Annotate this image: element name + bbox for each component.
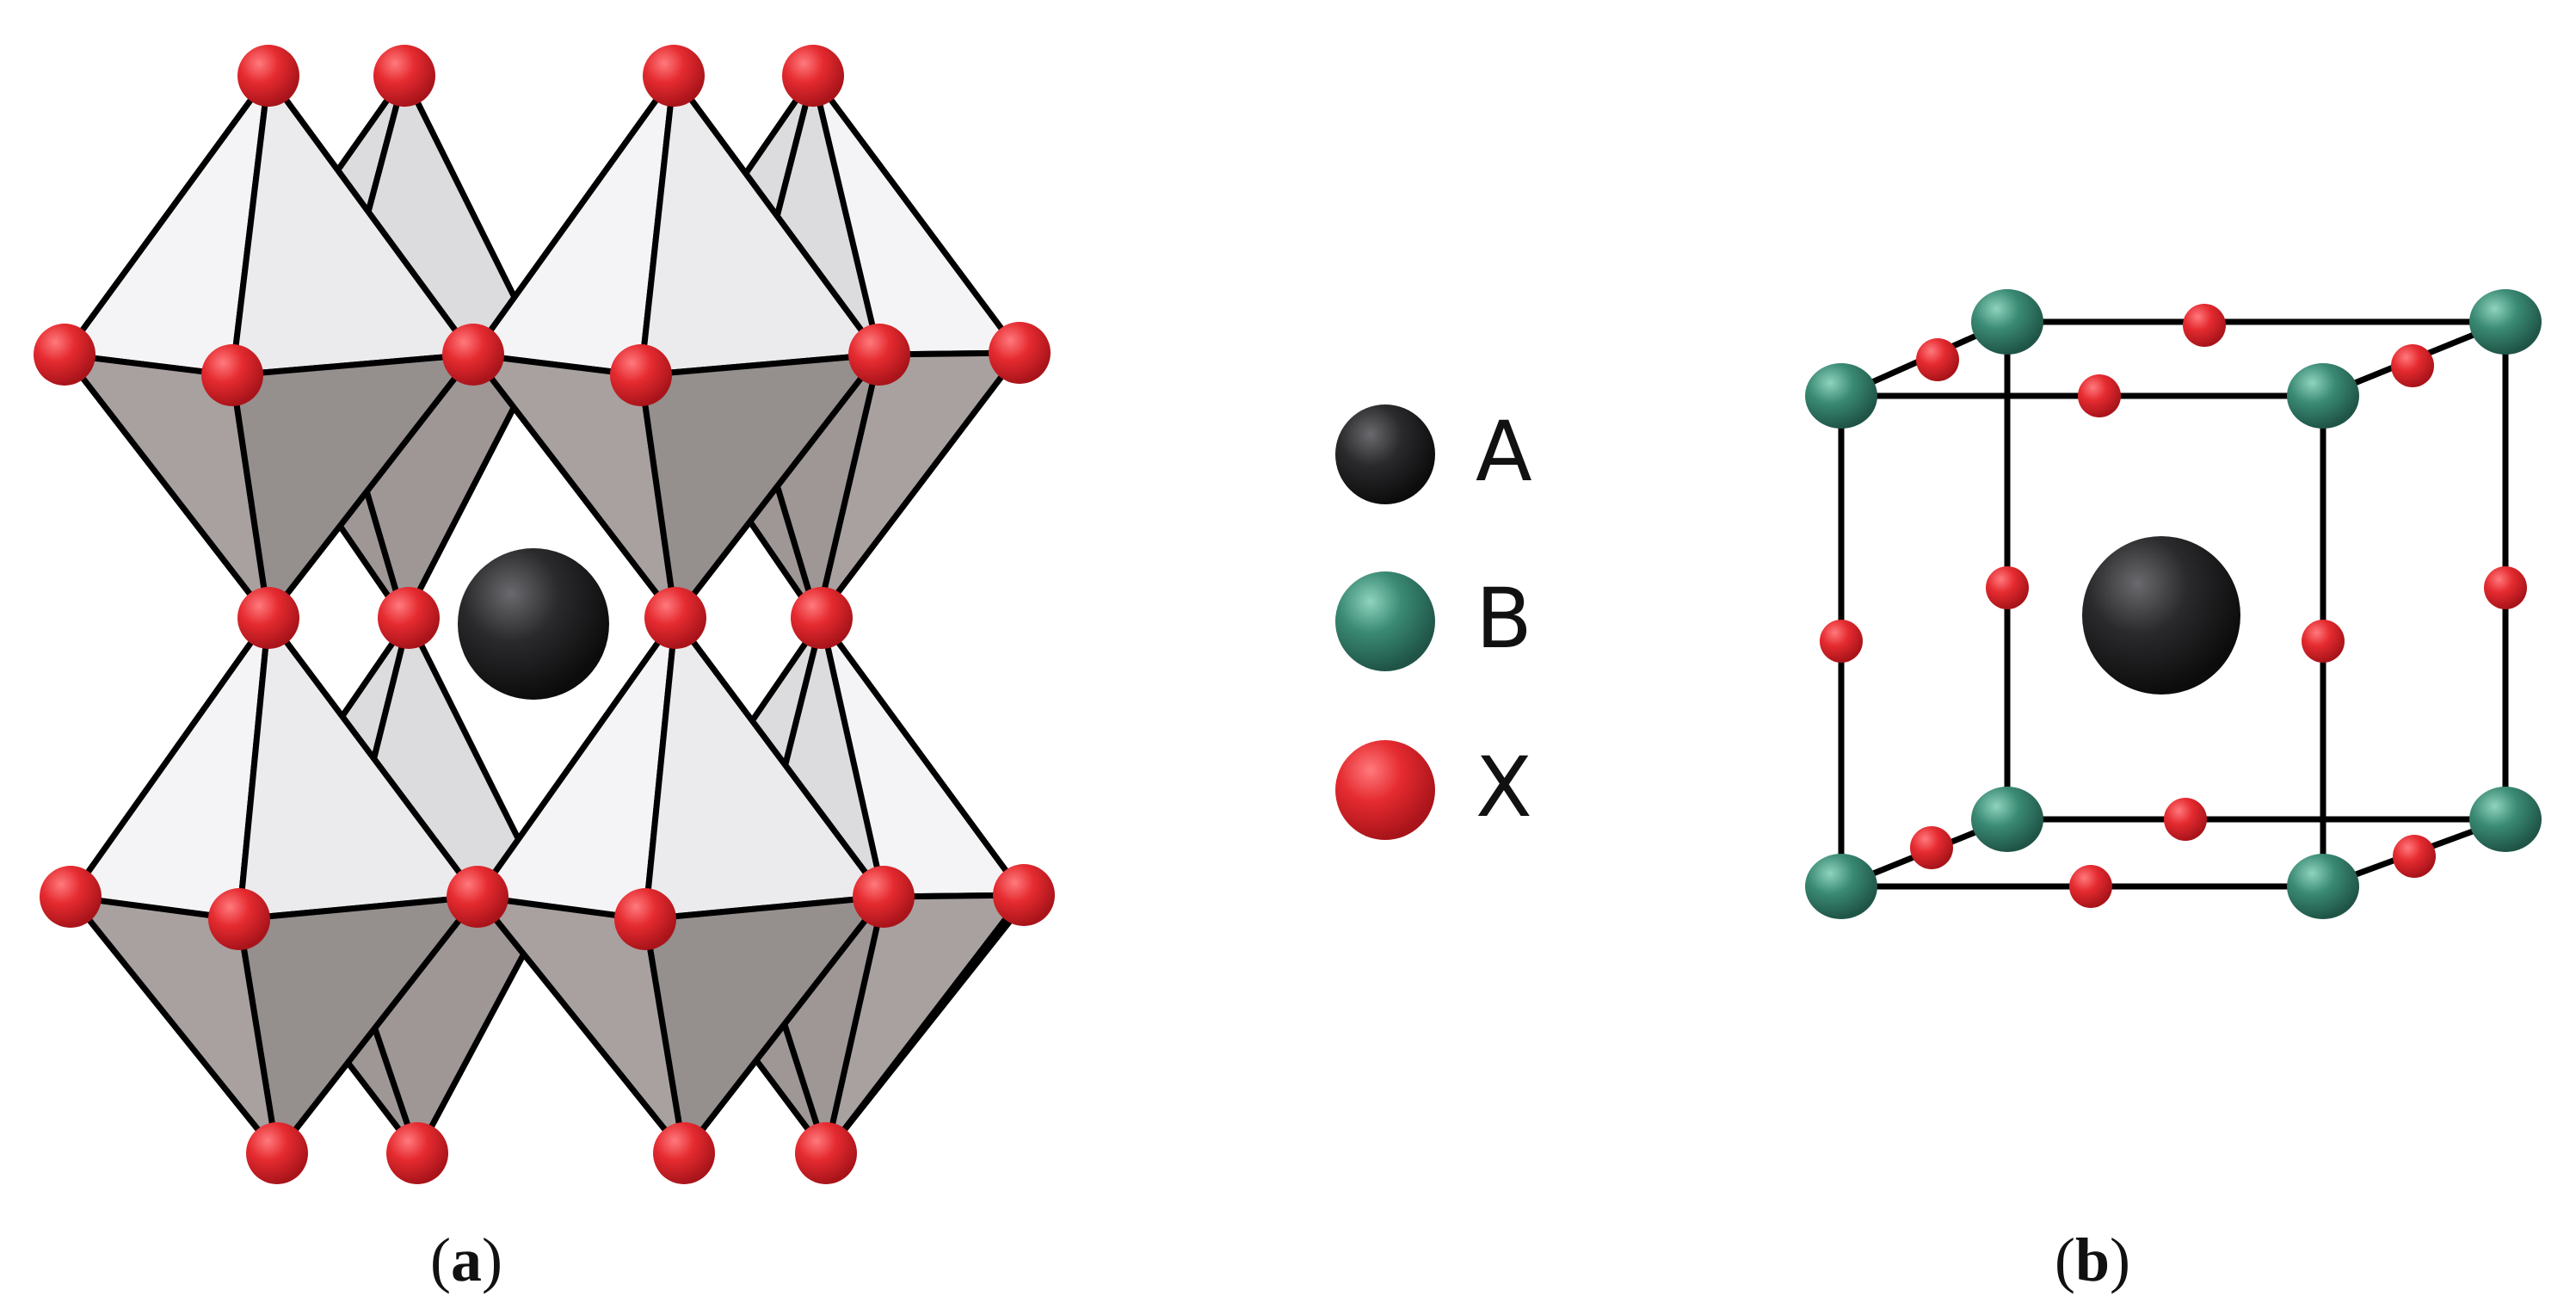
caption-b-close: ) (2110, 1226, 2130, 1294)
x-atom (795, 1122, 857, 1184)
x-atom (40, 866, 102, 928)
front-octahedron (470, 72, 883, 621)
b-atom (2469, 289, 2542, 355)
x-atoms-panel-b (1820, 304, 2527, 908)
x-atom (237, 587, 299, 649)
legend-swatch-b (1335, 571, 1435, 671)
panel-a-octahedra (34, 45, 1055, 1184)
caption-a: (a) (430, 1226, 502, 1294)
front-octahedron (67, 614, 481, 1157)
x-atom (1916, 338, 1959, 381)
x-atom (644, 587, 706, 649)
x-atom (2393, 835, 2436, 878)
x-atom (653, 1122, 715, 1184)
x-atom (2302, 620, 2345, 663)
caption-b-letter: b (2075, 1226, 2110, 1294)
x-atom (791, 587, 853, 649)
caption-b-open: ( (2055, 1226, 2075, 1294)
x-atom (2078, 374, 2121, 417)
x-atom (2069, 865, 2112, 908)
x-atom (1820, 620, 1863, 663)
x-atom (614, 888, 676, 950)
a-atom (2082, 536, 2240, 695)
x-atom (1986, 566, 2029, 609)
x-atom (237, 45, 299, 107)
x-atom (373, 45, 435, 107)
x-atom (993, 864, 1055, 926)
b-atom (2469, 787, 2542, 852)
b-atoms-panel-b (1805, 289, 2542, 919)
legend-label-a: A (1476, 404, 1532, 500)
x-atom (2391, 344, 2434, 387)
a-atom (458, 548, 609, 700)
legend: A B X (1335, 404, 1532, 840)
x-atom (2164, 798, 2207, 841)
x-atom (246, 1122, 308, 1184)
legend-swatch-a (1335, 404, 1435, 504)
x-atom (989, 322, 1051, 384)
b-atom (2287, 363, 2359, 429)
x-atoms-panel-a (34, 45, 1055, 1184)
x-atom (201, 344, 263, 406)
x-atom (442, 324, 504, 386)
x-atom (447, 866, 508, 928)
back-octahedron (810, 72, 1023, 623)
back-octahedron (818, 616, 1027, 1157)
x-atom (34, 324, 96, 386)
x-atom (2484, 566, 2527, 609)
x-atom (643, 45, 705, 107)
b-atom (2287, 854, 2359, 919)
caption-b: (b) (2055, 1226, 2130, 1294)
x-atom (853, 866, 915, 928)
b-atom (1971, 787, 2043, 852)
caption-a-close: ) (482, 1226, 502, 1294)
front-octahedron (474, 614, 887, 1157)
x-atom (610, 344, 672, 406)
b-atom (1805, 854, 1877, 919)
panel-b-unit-cell (1805, 289, 2542, 919)
caption-a-letter: a (451, 1226, 482, 1294)
x-atom (848, 324, 910, 386)
caption-a-open: ( (430, 1226, 451, 1294)
legend-label-x: X (1476, 739, 1532, 836)
x-atom (378, 587, 440, 649)
b-atom (1805, 363, 1877, 429)
x-atom (386, 1122, 448, 1184)
b-atom (1971, 289, 2043, 355)
x-atom (2183, 304, 2226, 347)
legend-swatch-x (1335, 740, 1435, 840)
x-atom (782, 45, 844, 107)
x-atom (1910, 826, 1953, 869)
legend-label-b: B (1476, 571, 1532, 667)
x-atom (208, 888, 270, 950)
front-octahedron (61, 72, 477, 621)
